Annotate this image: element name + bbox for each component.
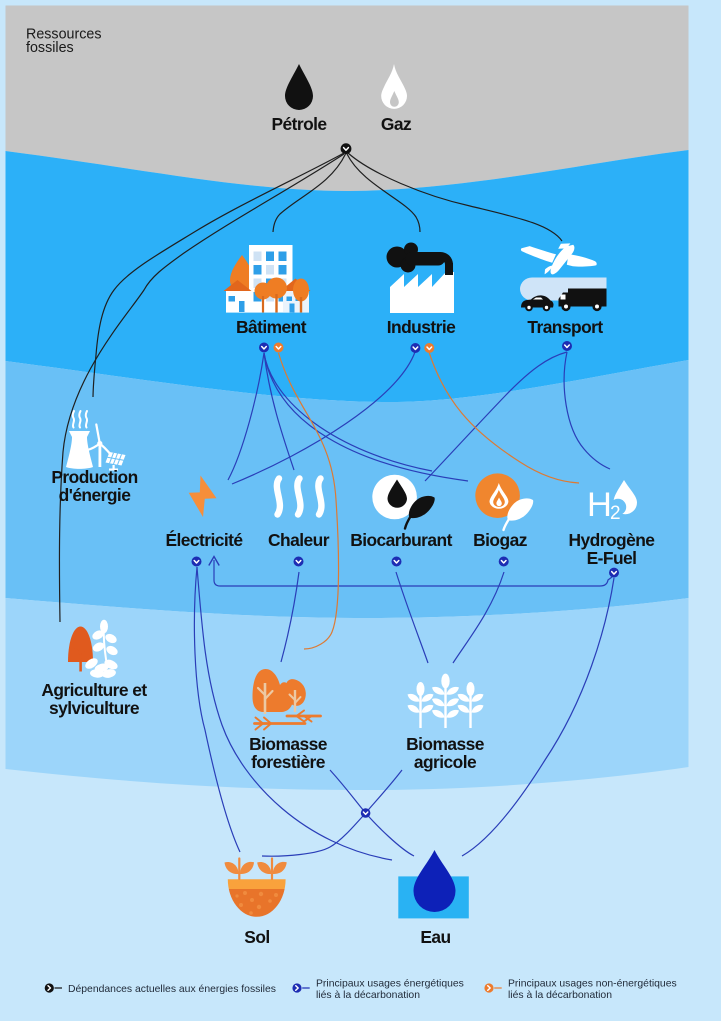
- svg-text:E-Fuel: E-Fuel: [587, 548, 637, 568]
- svg-text:Ressources: Ressources: [26, 27, 102, 43]
- svg-text:Principaux usages énergétiques: Principaux usages énergétiques: [316, 978, 464, 989]
- svg-text:Sol: Sol: [244, 927, 269, 947]
- svg-text:Biomasse: Biomasse: [249, 734, 328, 754]
- svg-text:Électricité: Électricité: [165, 530, 243, 550]
- svg-text:forestière: forestière: [251, 752, 326, 772]
- svg-text:sylviculture: sylviculture: [49, 698, 140, 718]
- svg-text:Gaz: Gaz: [381, 114, 412, 134]
- svg-text:Agriculture et: Agriculture et: [41, 680, 147, 700]
- svg-text:Industrie: Industrie: [387, 317, 456, 337]
- svg-text:Biomasse: Biomasse: [406, 734, 485, 754]
- svg-text:Biocarburant: Biocarburant: [350, 530, 452, 550]
- svg-text:d'énergie: d'énergie: [59, 485, 132, 505]
- svg-text:Biogaz: Biogaz: [473, 530, 528, 550]
- svg-text:Principaux usages non-énergéti: Principaux usages non-énergétiques: [508, 978, 677, 989]
- svg-text:Transport: Transport: [527, 317, 603, 337]
- svg-text:Bâtiment: Bâtiment: [236, 317, 307, 337]
- svg-text:Chaleur: Chaleur: [268, 530, 330, 550]
- svg-text:Pétrole: Pétrole: [271, 114, 327, 134]
- svg-text:Dépendances actuelles aux éner: Dépendances actuelles aux énergies fossi…: [68, 984, 276, 995]
- svg-text:2: 2: [610, 503, 621, 524]
- svg-text:fossiles: fossiles: [26, 40, 74, 56]
- svg-text:H: H: [587, 486, 612, 524]
- svg-text:Production: Production: [51, 467, 137, 487]
- svg-text:Eau: Eau: [420, 927, 450, 947]
- svg-text:Hydrogène: Hydrogène: [569, 530, 656, 550]
- svg-text:agricole: agricole: [414, 752, 477, 772]
- svg-text:liés à la décarbonation: liés à la décarbonation: [316, 990, 420, 1001]
- svg-text:liés à la décarbonation: liés à la décarbonation: [508, 990, 612, 1001]
